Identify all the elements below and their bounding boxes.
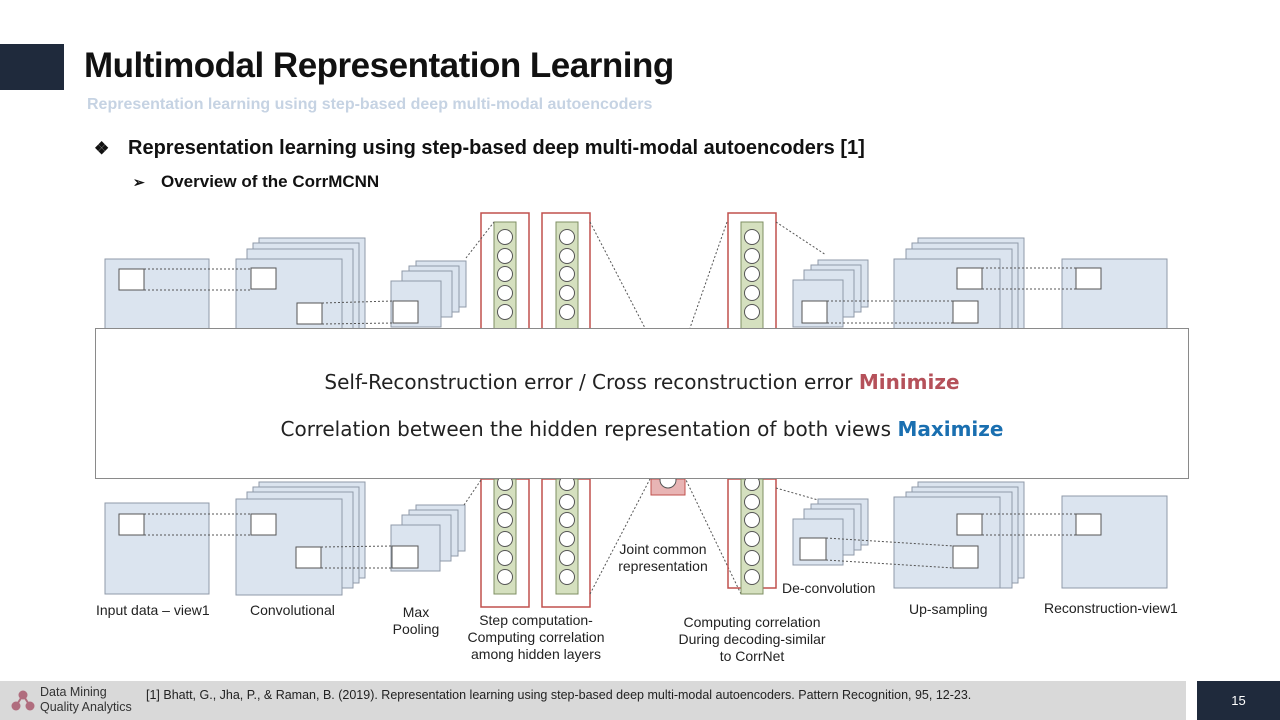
- bullet-sub: ➢ Overview of the CorrMCNN: [133, 172, 379, 192]
- dmqa-logo-text: Data Mining Quality Analytics: [40, 685, 132, 715]
- upsample-map: [893, 496, 1001, 589]
- bullet-sub-text: Overview of the CorrMCNN: [161, 172, 380, 191]
- upsample-patch: [956, 267, 983, 290]
- maximize-keyword: Maximize: [897, 417, 1004, 441]
- title-accent-block: [0, 44, 64, 90]
- reconstruction-map: [1061, 258, 1168, 335]
- upsample-patch: [956, 513, 983, 536]
- label-upsampling: Up-sampling: [909, 601, 988, 617]
- label-convolutional: Convolutional: [250, 602, 335, 618]
- pool-patch: [391, 545, 419, 569]
- reconstruction-map: [1061, 495, 1168, 589]
- upsample-patch: [952, 545, 979, 569]
- label-max-pooling-line2: Pooling: [392, 621, 440, 637]
- arrow-bullet-icon: ➢: [133, 174, 145, 190]
- label-joint-representation: Joint common representation: [612, 541, 714, 575]
- label-step-computation: Step computation- Computing correlation …: [458, 612, 614, 663]
- label-dec-line1: Computing correlation: [683, 614, 821, 630]
- objective-overlay-box: Self-Reconstruction error / Cross recons…: [95, 328, 1189, 479]
- label-input-view: Input data – view1: [96, 602, 210, 618]
- dmqa-logo-icon: [11, 690, 35, 711]
- reconstruction-patch: [1075, 513, 1102, 536]
- conv-patch: [295, 546, 322, 569]
- input-patch: [118, 268, 145, 291]
- conv-patch: [250, 267, 277, 290]
- label-reconstruction: Reconstruction-view1: [1044, 600, 1178, 616]
- diamond-bullet-icon: ❖: [94, 139, 110, 158]
- deconv-patch: [799, 537, 827, 561]
- label-step-line3: among hidden layers: [471, 646, 601, 662]
- label-step-line2: Computing correlation: [467, 629, 605, 645]
- footer-bar: Data Mining Quality Analytics [1] Bhatt,…: [0, 681, 1186, 720]
- objective-line2-text: Correlation between the hidden represent…: [280, 417, 898, 441]
- objective-line-reconstruction: Self-Reconstruction error / Cross recons…: [96, 370, 1188, 394]
- bullet-main-text: Representation learning using step-based…: [128, 137, 865, 159]
- slide-subtitle: Representation learning using step-based…: [87, 96, 653, 113]
- page-number-box: 15: [1197, 681, 1280, 720]
- label-dec-line3: to CorrNet: [719, 648, 785, 664]
- bottom-branch: [104, 471, 1168, 608]
- label-decoding-correlation: Computing correlation During decoding-si…: [666, 614, 838, 665]
- label-step-line1: Step computation-: [479, 612, 593, 628]
- page-number: 15: [1231, 693, 1246, 708]
- bullet-main: ❖ Representation learning using step-base…: [94, 137, 865, 160]
- label-joint-line1: Joint common: [619, 541, 707, 557]
- reference-citation: [1] Bhatt, G., Jha, P., & Raman, B. (201…: [146, 688, 972, 702]
- deconv-patch: [801, 300, 828, 324]
- label-joint-line2: representation: [618, 558, 708, 574]
- minimize-keyword: Minimize: [858, 370, 960, 394]
- label-deconvolution: De-convolution: [782, 580, 876, 596]
- logo-line2: Quality Analytics: [40, 700, 132, 714]
- label-max-pooling-line1: Max: [402, 604, 430, 620]
- label-max-pooling: Max Pooling: [392, 604, 440, 638]
- conv-patch: [250, 513, 277, 536]
- conv-patch: [296, 302, 323, 325]
- objective-line-correlation: Correlation between the hidden represent…: [96, 417, 1188, 441]
- label-dec-line2: During decoding-similar: [678, 631, 826, 647]
- slide-title: Multimodal Representation Learning: [84, 46, 674, 85]
- upsample-patch: [952, 300, 979, 324]
- reconstruction-patch: [1075, 267, 1102, 290]
- pool-patch: [392, 300, 419, 324]
- input-patch: [118, 513, 145, 536]
- logo-line1: Data Mining: [40, 685, 107, 699]
- objective-line1-text: Self-Reconstruction error / Cross recons…: [324, 370, 859, 394]
